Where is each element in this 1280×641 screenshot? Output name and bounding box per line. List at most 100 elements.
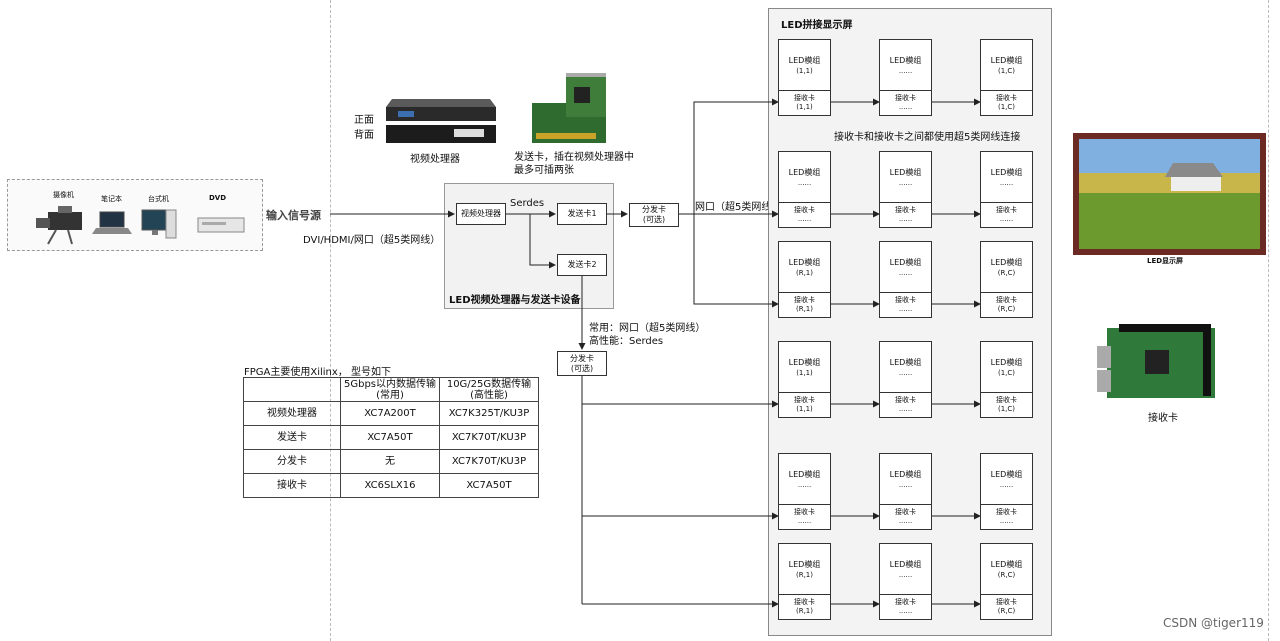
led-screen-photo-caption: LED显示屏 (1147, 257, 1184, 265)
receiver-index: (R,C) (997, 305, 1016, 313)
receiver-index: (1,C) (997, 405, 1016, 413)
receiver-label: 接收卡 (895, 296, 916, 304)
receiver-card-photo-caption: 接收卡 (1148, 413, 1178, 424)
module-index: (1,1) (796, 369, 813, 377)
table-cell: 接收卡 (243, 473, 341, 498)
receiver-index: ...... (898, 215, 913, 223)
net-label: 网口（超5类网线） (695, 202, 782, 213)
processor-box: 视频处理器 (456, 203, 506, 225)
fpga-table: 5Gbps以内数据传输 (常用) 10G/25G数据传输 (高性能) 视频处理器… (243, 377, 539, 498)
receiver-label: 接收卡 (895, 206, 916, 214)
led-module: LED模组...... 接收卡...... (879, 241, 932, 318)
processor-front-label: 正面 (354, 115, 374, 126)
distributor-line1: 分发卡 (642, 205, 666, 214)
led-module: LED模组...... 接收卡...... (879, 151, 932, 228)
module-index: ...... (999, 179, 1014, 187)
module-index: ...... (797, 481, 812, 489)
table-cell: 发送卡 (243, 425, 341, 450)
led-module: LED模组...... 接收卡...... (879, 453, 932, 530)
receiver-label: 接收卡 (996, 508, 1017, 516)
receiver-label: 接收卡 (794, 598, 815, 606)
table-header-cell: 5Gbps以内数据传输 (常用) (340, 377, 440, 402)
led-module: LED模组(R,1) 接收卡(R,1) (778, 543, 831, 620)
table-cell: XC7A50T (340, 425, 440, 450)
led-screen-note: 接收卡和接收卡之间都使用超5类网线连接 (834, 132, 1021, 143)
source-devices-panel: 摄像机 笔记本 台式机 DVD (7, 179, 263, 251)
device-label-laptop: 笔记本 (101, 195, 122, 203)
receiver-label: 接收卡 (895, 94, 916, 102)
receiver-index: (1,1) (796, 103, 813, 111)
receiver-index: (1,1) (796, 405, 813, 413)
receiver-label: 接收卡 (794, 206, 815, 214)
module-label: LED模组 (889, 258, 922, 267)
module-label: LED模组 (990, 560, 1023, 569)
module-label: LED模组 (788, 358, 821, 367)
module-index: (1,C) (997, 369, 1016, 377)
table-header-cell: 10G/25G数据传输 (高性能) (439, 377, 539, 402)
table-cell: 无 (340, 449, 440, 474)
laptop-icon (92, 211, 132, 234)
device-label-dvd: DVD (209, 194, 227, 202)
distributor-box-1: 分发卡 (可选) (629, 203, 679, 227)
module-label: LED模组 (889, 168, 922, 177)
sender-caption-line2: 最多可插两张 (514, 165, 574, 176)
table-cell: XC7K70T/KU3P (439, 449, 539, 474)
sender2-box: 发送卡2 (557, 254, 607, 276)
module-label: LED模组 (788, 168, 821, 177)
receiver-label: 接收卡 (895, 508, 916, 516)
module-label: LED模组 (889, 560, 922, 569)
table-cell: 视频处理器 (243, 401, 341, 426)
receiver-index: ...... (797, 517, 812, 525)
module-label: LED模组 (990, 358, 1023, 367)
led-screen-photo (1073, 133, 1266, 255)
receiver-index: ...... (898, 607, 913, 615)
led-module: LED模组...... 接收卡...... (879, 543, 932, 620)
table-cell: XC7K70T/KU3P (439, 425, 539, 450)
fpga-table-caption: FPGA主要使用Xilinx， 型号如下 (244, 367, 391, 378)
distributor-line1: 分发卡 (570, 353, 594, 363)
table-cell: XC6SLX16 (340, 473, 440, 498)
table-row: 分发卡 无 XC7K70T/KU3P (243, 449, 539, 474)
led-module: LED模组...... 接收卡...... (778, 151, 831, 228)
sender-caption-line1: 发送卡，插在视频处理器中 (514, 152, 634, 163)
receiver-index: ...... (999, 215, 1014, 223)
receiver-label: 接收卡 (794, 396, 815, 404)
module-index: (R,C) (997, 571, 1016, 579)
module-label: LED模组 (990, 258, 1023, 267)
table-header-cell (243, 377, 341, 402)
table-cell: XC7A200T (340, 401, 440, 426)
receiver-index: ...... (898, 103, 913, 111)
led-module: LED模组(1,1) 接收卡(1,1) (778, 39, 831, 116)
receiver-label: 接收卡 (794, 508, 815, 516)
table-row: 发送卡 XC7A50T XC7K70T/KU3P (243, 425, 539, 450)
distributor-line2: (可选) (570, 363, 594, 373)
receiver-index: (R,1) (795, 607, 813, 615)
led-module: LED模组(1,C) 接收卡(1,C) (980, 39, 1033, 116)
watermark: CSDN @tiger119 (1163, 616, 1264, 630)
sender-card-photo (532, 73, 606, 143)
receiver-label: 接收卡 (794, 94, 815, 102)
led-module: LED模组(1,C) 接收卡(1,C) (980, 341, 1033, 418)
led-module: LED模组...... 接收卡...... (980, 151, 1033, 228)
module-index: ...... (898, 571, 913, 579)
module-label: LED模组 (788, 470, 821, 479)
receiver-index: ...... (797, 215, 812, 223)
led-module: LED模组(1,1) 接收卡(1,1) (778, 341, 831, 418)
module-index: ...... (898, 269, 913, 277)
receiver-index: (R,C) (997, 607, 1016, 615)
device-label-desktop: 台式机 (148, 195, 169, 203)
receiver-label: 接收卡 (895, 396, 916, 404)
receiver-label: 接收卡 (996, 206, 1017, 214)
sender1-box: 发送卡1 (557, 203, 607, 225)
distributor-box-2: 分发卡 (可选) (557, 351, 607, 376)
receiver-label: 接收卡 (996, 396, 1017, 404)
module-label: LED模组 (990, 56, 1023, 65)
receiver-label: 接收卡 (794, 296, 815, 304)
led-screen-title: LED拼接显示屏 (781, 20, 853, 31)
desktop-icon (141, 209, 177, 239)
table-row: 视频处理器 XC7A200T XC7K325T/KU3P (243, 401, 539, 426)
table-row: 5Gbps以内数据传输 (常用) 10G/25G数据传输 (高性能) (243, 377, 539, 402)
module-label: LED模组 (788, 56, 821, 65)
serdes-label: Serdes (510, 198, 545, 209)
sender2-link-line1: 常用：网口（超5类网线） (589, 323, 706, 334)
